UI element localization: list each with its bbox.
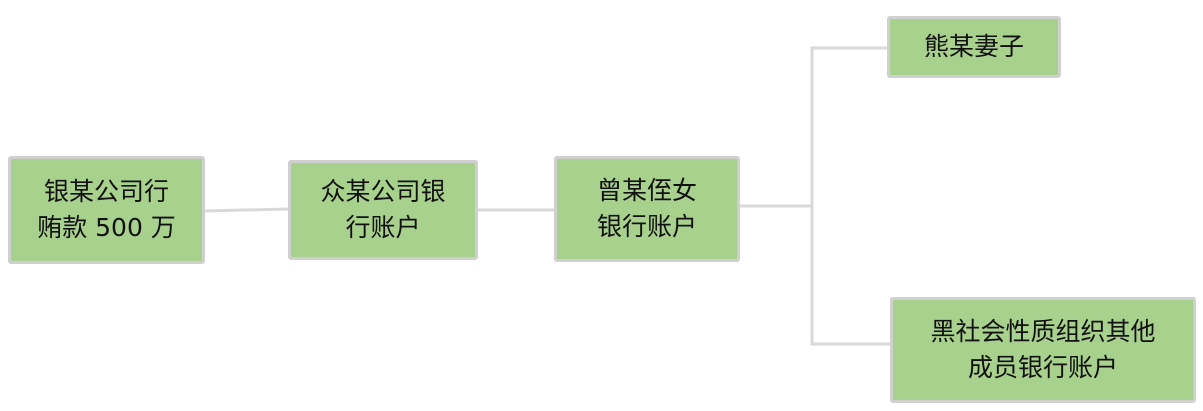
node-gang-members-account: 黑社会性质组织其他 成员银行账户 — [890, 297, 1196, 403]
node-niece-text: 曾某侄女 银行账户 — [597, 173, 697, 246]
node-gang-line2: 成员银行账户 — [967, 353, 1118, 382]
node-gang-text: 黑社会性质组织其他 成员银行账户 — [930, 314, 1155, 387]
node-niece-account: 曾某侄女 银行账户 — [554, 156, 740, 262]
node-company-line2: 行账户 — [345, 213, 421, 242]
node-wife: 熊某妻子 — [887, 16, 1061, 78]
node-bribe-text: 银某公司行 贿款 500 万 — [37, 174, 176, 247]
node-niece-line2: 银行账户 — [596, 212, 697, 241]
node-gang-line1: 黑社会性质组织其他 — [930, 316, 1156, 346]
connector-bribe-to-company — [203, 207, 290, 213]
node-company-text: 众某公司银 行账户 — [320, 174, 445, 247]
node-company-line1: 众某公司银 — [320, 176, 446, 206]
node-bribe-money: 银某公司行 贿款 500 万 — [8, 156, 205, 264]
node-niece-line1: 曾某侄女 — [596, 175, 697, 205]
node-wife-text: 熊某妻子 — [924, 29, 1024, 65]
node-company-account: 众某公司银 行账户 — [288, 160, 478, 260]
node-wife-line1: 熊某妻子 — [923, 31, 1024, 61]
node-bribe-line1: 银某公司行 — [43, 176, 169, 206]
node-bribe-line2: 贿款 500 万 — [37, 213, 176, 242]
